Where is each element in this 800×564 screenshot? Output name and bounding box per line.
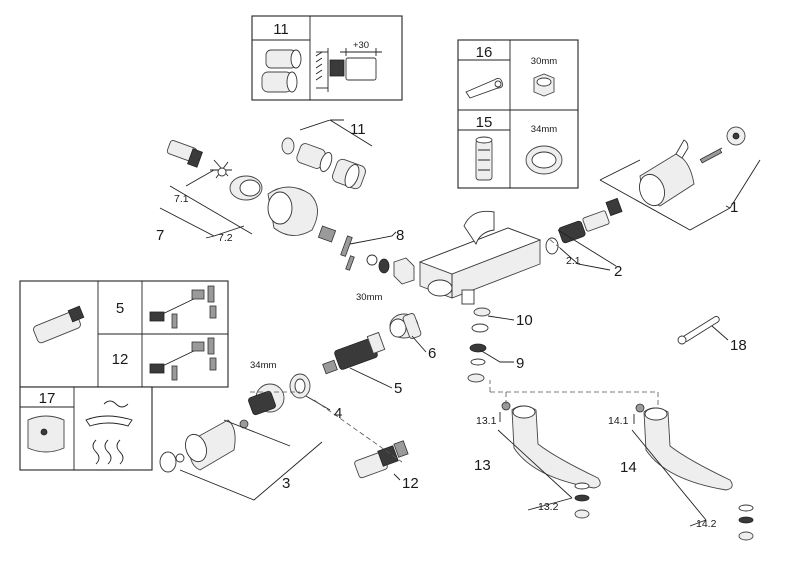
tool-16-number: 16 [476, 44, 493, 61]
ring-34mm-icon [525, 145, 563, 175]
callout-10: 10 [516, 312, 533, 329]
callout-4-size: 34mm [250, 360, 276, 371]
nut-30mm-icon [533, 73, 555, 97]
nut-34mm [248, 383, 285, 416]
steam-warning-icon [85, 400, 133, 465]
callout-6: 6 [428, 345, 436, 362]
inset-left-17: 17 [39, 390, 56, 407]
callout-11: 11 [350, 121, 366, 138]
tool-15-size: 34mm [531, 124, 557, 135]
callout-7-2: 7.2 [218, 232, 233, 244]
wrench-icon [465, 77, 503, 99]
callout-13-1: 13.1 [476, 415, 497, 427]
spout-13 [501, 401, 601, 519]
extension-set-11 [281, 137, 366, 190]
check-valve-12 [354, 440, 409, 479]
callout-3: 3 [282, 475, 290, 492]
callout-5: 5 [394, 380, 402, 397]
callout-13: 13 [474, 457, 491, 474]
callout-13-2: 13.2 [538, 501, 559, 513]
callout-18: 18 [730, 337, 747, 354]
inset-top-dimension: +30 [353, 40, 369, 51]
ring-4 [289, 373, 311, 399]
cartridge-assembly-2 [545, 197, 623, 255]
tool-15-number: 15 [476, 114, 493, 131]
check-valve-5 [322, 331, 386, 375]
callout-4: 4 [334, 405, 342, 422]
inset-extension-11: 11 +30 [251, 15, 403, 101]
union-nut-6 [389, 313, 422, 339]
aerator-stack-10-9 [467, 307, 491, 383]
check-valve-icon [33, 305, 85, 344]
callout-14-2: 14.2 [696, 518, 717, 530]
callout-14: 14 [620, 459, 637, 476]
callout-labels: 1 2 2.1 3 4 34mm 5 6 7 7.1 7.2 8 30mm 9 … [156, 121, 747, 530]
tool-16-size: 30mm [531, 56, 557, 67]
callout-8: 8 [396, 227, 404, 244]
dashed-assembly-lines [250, 237, 659, 463]
callout-12: 12 [402, 475, 419, 492]
cleaning-cloth-icon [27, 415, 65, 453]
spout-14 [635, 403, 754, 541]
callout-7: 7 [156, 227, 164, 244]
inset-left-12: 12 [112, 351, 129, 368]
extension-install-icon: +30 [315, 40, 382, 92]
callout-7-1: 7.1 [174, 193, 189, 205]
inset-left-5: 5 [116, 300, 124, 317]
callout-2: 2 [614, 263, 622, 280]
callout-14-1: 14.1 [608, 415, 629, 427]
thermometer-18 [677, 316, 720, 345]
connection-assembly-7 [166, 140, 337, 243]
thermostat-handle-3 [159, 419, 249, 473]
valve-install-1-icon [149, 285, 217, 329]
inset-top-number: 11 [273, 21, 289, 38]
callout-2-1: 2.1 [566, 255, 581, 267]
inset-tools: 16 15 30mm 34mm [457, 39, 579, 189]
valve-install-2-icon [149, 337, 217, 381]
callout-9: 9 [516, 355, 524, 372]
extension-piece-icon [261, 49, 302, 93]
union-part-8 [340, 235, 415, 285]
cartridge-tool-icon [475, 136, 493, 181]
inset-left: 5 12 17 [19, 280, 229, 471]
callout-8-size: 30mm [356, 292, 382, 303]
leader-lines [159, 119, 761, 527]
thermostat-body [418, 210, 542, 305]
temperature-handle-1 [639, 126, 746, 207]
callout-1: 1 [730, 199, 738, 216]
